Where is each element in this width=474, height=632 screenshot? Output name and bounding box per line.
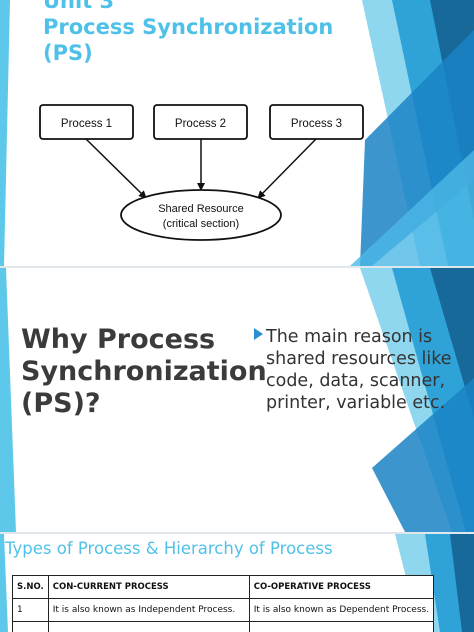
process-comparison-table: S.NO. CON-CURRENT PROCESS CO-OPERATIVE P… [12, 575, 435, 632]
slide-title: Types of Process & Hierarchy of Process [5, 539, 333, 558]
left-accent-stripe [0, 268, 16, 532]
left-accent-stripe [0, 534, 8, 632]
slide-why-ps: Why Process Synchronization (PS)? The ma… [0, 268, 474, 532]
header-concurrent: CON-CURRENT PROCESS [47, 575, 250, 599]
title-line-main: Process Synchronization [43, 15, 334, 39]
slide-separator [0, 532, 474, 534]
table-cell [12, 621, 49, 632]
arrow-process-1-to-resource [85, 138, 147, 199]
left-accent-stripe [0, 0, 10, 266]
header-cooperative: CO-OPERATIVE PROCESS [248, 575, 435, 599]
arrow-process-3-to-resource [257, 138, 317, 199]
table-cell: It is also known as Dependent Process. [248, 598, 435, 622]
slide-title: Unit 3 Process Synchronization (PS) [43, 0, 333, 66]
table-row: 1 It is also known as Independent Proces… [12, 598, 435, 622]
right-panel-facet-bottom [350, 150, 474, 266]
process-label-2: Process 2 [175, 118, 226, 130]
triangle-bullet-icon [254, 328, 263, 340]
table-header-row: S.NO. CON-CURRENT PROCESS CO-OPERATIVE P… [12, 575, 435, 599]
slide-background-decoration [0, 268, 474, 532]
title-line-abbrev: (PS) [43, 41, 93, 65]
slide-background-decoration [0, 0, 474, 266]
shared-resource-diagram: Process 1 Process 2 Process 3 Shared Res… [39, 104, 364, 241]
title-line-unit: Unit 3 [43, 0, 115, 13]
bullet-point: The main reason is shared resources like… [254, 326, 454, 414]
table-cell: 1 [12, 598, 49, 622]
table-cell [248, 621, 435, 632]
table-cell [47, 621, 250, 632]
table-row [12, 621, 435, 632]
process-label-1: Process 1 [61, 118, 112, 130]
process-label-3: Process 3 [291, 118, 342, 130]
resource-label-line2: (critical section) [163, 218, 239, 230]
resource-label-line1: Shared Resource [158, 203, 244, 215]
header-sno: S.NO. [12, 575, 49, 599]
right-panel-dark [430, 268, 474, 418]
shared-resource-ellipse: Shared Resource (critical section) [120, 189, 282, 241]
right-panel-facet [372, 378, 474, 532]
slide-title: Why Process Synchronization (PS)? [21, 324, 267, 419]
right-panel-dark [450, 534, 474, 632]
slide-unit-3: Unit 3 Process Synchronization (PS) Proc… [0, 0, 474, 266]
bullet-text: The main reason is shared resources like… [266, 327, 452, 413]
process-box-3: Process 3 [269, 104, 364, 140]
slide-types-of-process: Types of Process & Hierarchy of Process … [0, 534, 474, 632]
process-box-1: Process 1 [39, 104, 134, 140]
table-cell: It is also known as Independent Process. [47, 598, 250, 622]
slide-separator [0, 266, 474, 268]
right-panel-facet [360, 30, 474, 266]
process-box-2: Process 2 [153, 104, 248, 140]
